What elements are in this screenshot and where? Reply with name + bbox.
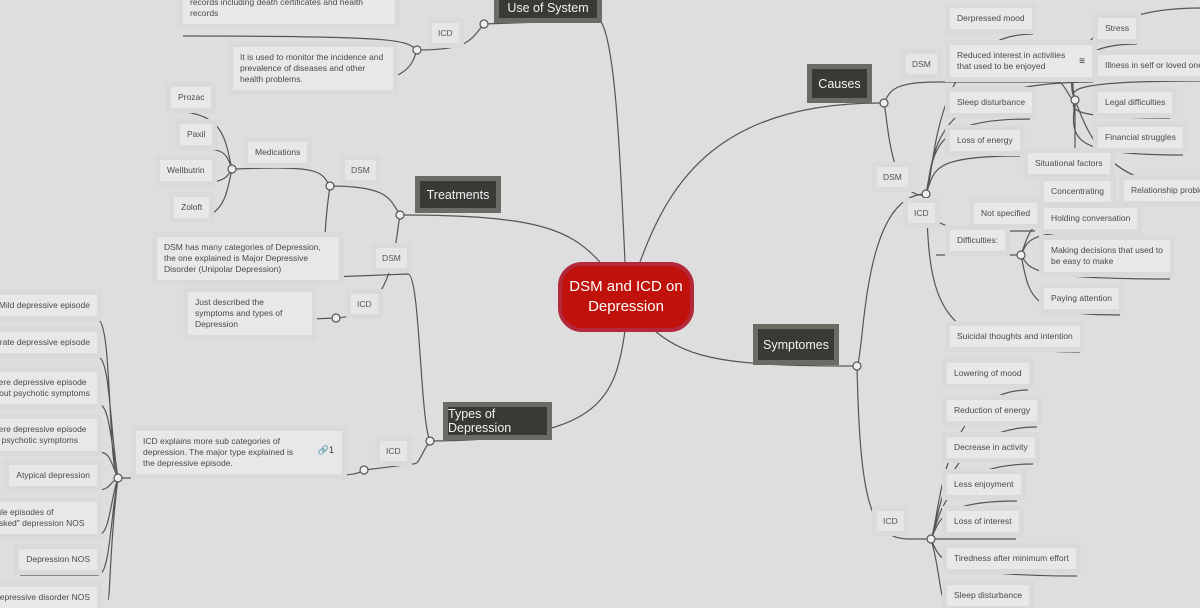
symptom-item[interactable]: Reduced interest in activities that used… [950,45,1092,77]
knob [395,210,405,220]
depression-type-item[interactable]: Mild depressive episode [0,295,97,316]
medication-item[interactable]: Wellbutrin [160,160,212,181]
connector-symptomes-dsm [856,33,1094,540]
icd-label[interactable]: ICD [432,23,459,43]
knob [479,19,489,29]
topic-symptomes[interactable]: Symptomes [753,324,839,365]
icd-small-text-node[interactable]: Just described the symptoms and types of… [188,292,312,335]
dsm-label[interactable]: DSM [877,167,908,187]
symptom-item[interactable]: Reduction of energy [947,400,1038,421]
icd-label[interactable]: ICD [380,441,407,461]
knob [852,361,862,371]
knob [227,164,237,174]
connector-types-branches [117,273,431,479]
link-icon[interactable]: 🔗1 [317,445,334,455]
icd-label[interactable]: ICD [877,511,904,531]
connector-treatments-branches [157,110,401,325]
connector-causes [639,102,885,263]
medication-item[interactable]: Paxil [180,124,213,145]
symptom-item[interactable]: Tiredness after minimum effort [947,548,1076,569]
not-specified-node[interactable]: Not specified [974,203,1038,224]
notes-icon[interactable]: ≡ [1079,56,1085,67]
depression-type-item[interactable]: Severe depressive episode with psychotic… [0,419,97,451]
topic-treatments[interactable]: Treatments [415,176,501,213]
icd-text-node[interactable]: ICD explains more sub categories of depr… [136,431,342,474]
cause-item[interactable]: Stress [1098,18,1137,39]
medication-item[interactable]: Zoloft [174,197,210,218]
symptom-item[interactable]: Derpressed mood [950,8,1032,29]
symptom-item[interactable]: Loss of energy [950,130,1020,151]
depression-type-item[interactable]: Single episodes of "masked" depression N… [0,502,97,534]
depression-type-item[interactable]: Depressive disorder NOS [0,587,97,608]
connector-treatments [399,214,601,263]
icd-label[interactable]: ICD [908,203,935,223]
knob [325,181,335,191]
knob [425,436,435,446]
monitor-text-node[interactable]: It is used to monitor the incidence and … [233,47,393,90]
topic-causes[interactable]: Causes [807,64,872,103]
symptom-item[interactable]: Sleep disturbance [950,92,1033,113]
connector-depression-types [0,319,119,600]
knob [879,98,889,108]
cause-item[interactable]: Financial struggles [1098,127,1183,148]
connector-symptomes [654,330,858,367]
cause-item[interactable]: Illness in self or loved one [1098,55,1200,76]
knob [359,465,369,475]
knob [921,189,931,199]
difficulty-item[interactable]: Concentrating [1044,181,1111,202]
symptom-item[interactable]: Lowering of mood [947,363,1029,384]
dsm-label[interactable]: DSM [906,54,937,74]
topic-use-of-system[interactable]: Use of System [494,0,602,23]
symptom-item[interactable]: Sleep disturbance [947,585,1030,606]
dsm-label[interactable]: DSM [376,248,407,268]
icd-label[interactable]: ICD [351,294,378,314]
records-text-node[interactable]: problems recorded on many types of healt… [183,0,395,24]
knob [1070,95,1080,105]
cause-item[interactable]: Relationship problems [1124,180,1200,201]
dsm-text-node[interactable]: DSM has many categories of Depression, t… [157,237,339,280]
topic-types-of-depression[interactable]: Types of Depression [443,402,552,440]
connector-difficulties [936,208,1171,316]
depression-type-item[interactable]: Severe depressive episode without psycho… [0,372,97,404]
medication-item[interactable]: Prozac [171,87,212,108]
knob [412,45,422,55]
difficulties-node[interactable]: Difficulties: [950,230,1005,251]
connector-use-of-system [483,19,626,263]
symptom-item[interactable]: Less enjoyment [947,474,1021,495]
medications-node[interactable]: Medications [248,142,308,163]
symptom-item[interactable]: Decrease in activity [947,437,1035,458]
dsm-label[interactable]: DSM [345,160,376,180]
difficulty-item[interactable]: Paying attention [1044,288,1119,309]
depression-type-item[interactable]: Atypical depression [9,465,97,486]
knob [1016,250,1026,260]
knob [331,313,341,323]
depression-type-item[interactable]: Depression NOS [19,549,97,570]
central-topic[interactable]: DSM and ICD on Depression [558,262,694,332]
connector-causes-branches [883,81,1076,196]
symptom-item[interactable]: Suicidal thoughts and intention [950,326,1080,347]
knob [926,534,936,544]
difficulty-item[interactable]: Making decisions that used to be easy to… [1044,240,1170,272]
cause-item[interactable]: Legal difficulties [1098,92,1173,113]
situational-factors-node[interactable]: Situational factors [1028,153,1110,174]
depression-type-item[interactable]: Moderate depressive episode [0,332,97,353]
difficulty-item[interactable]: Holding conversation [1044,208,1138,229]
knob [113,473,123,483]
symptom-item[interactable]: Loss of interest [947,511,1019,532]
